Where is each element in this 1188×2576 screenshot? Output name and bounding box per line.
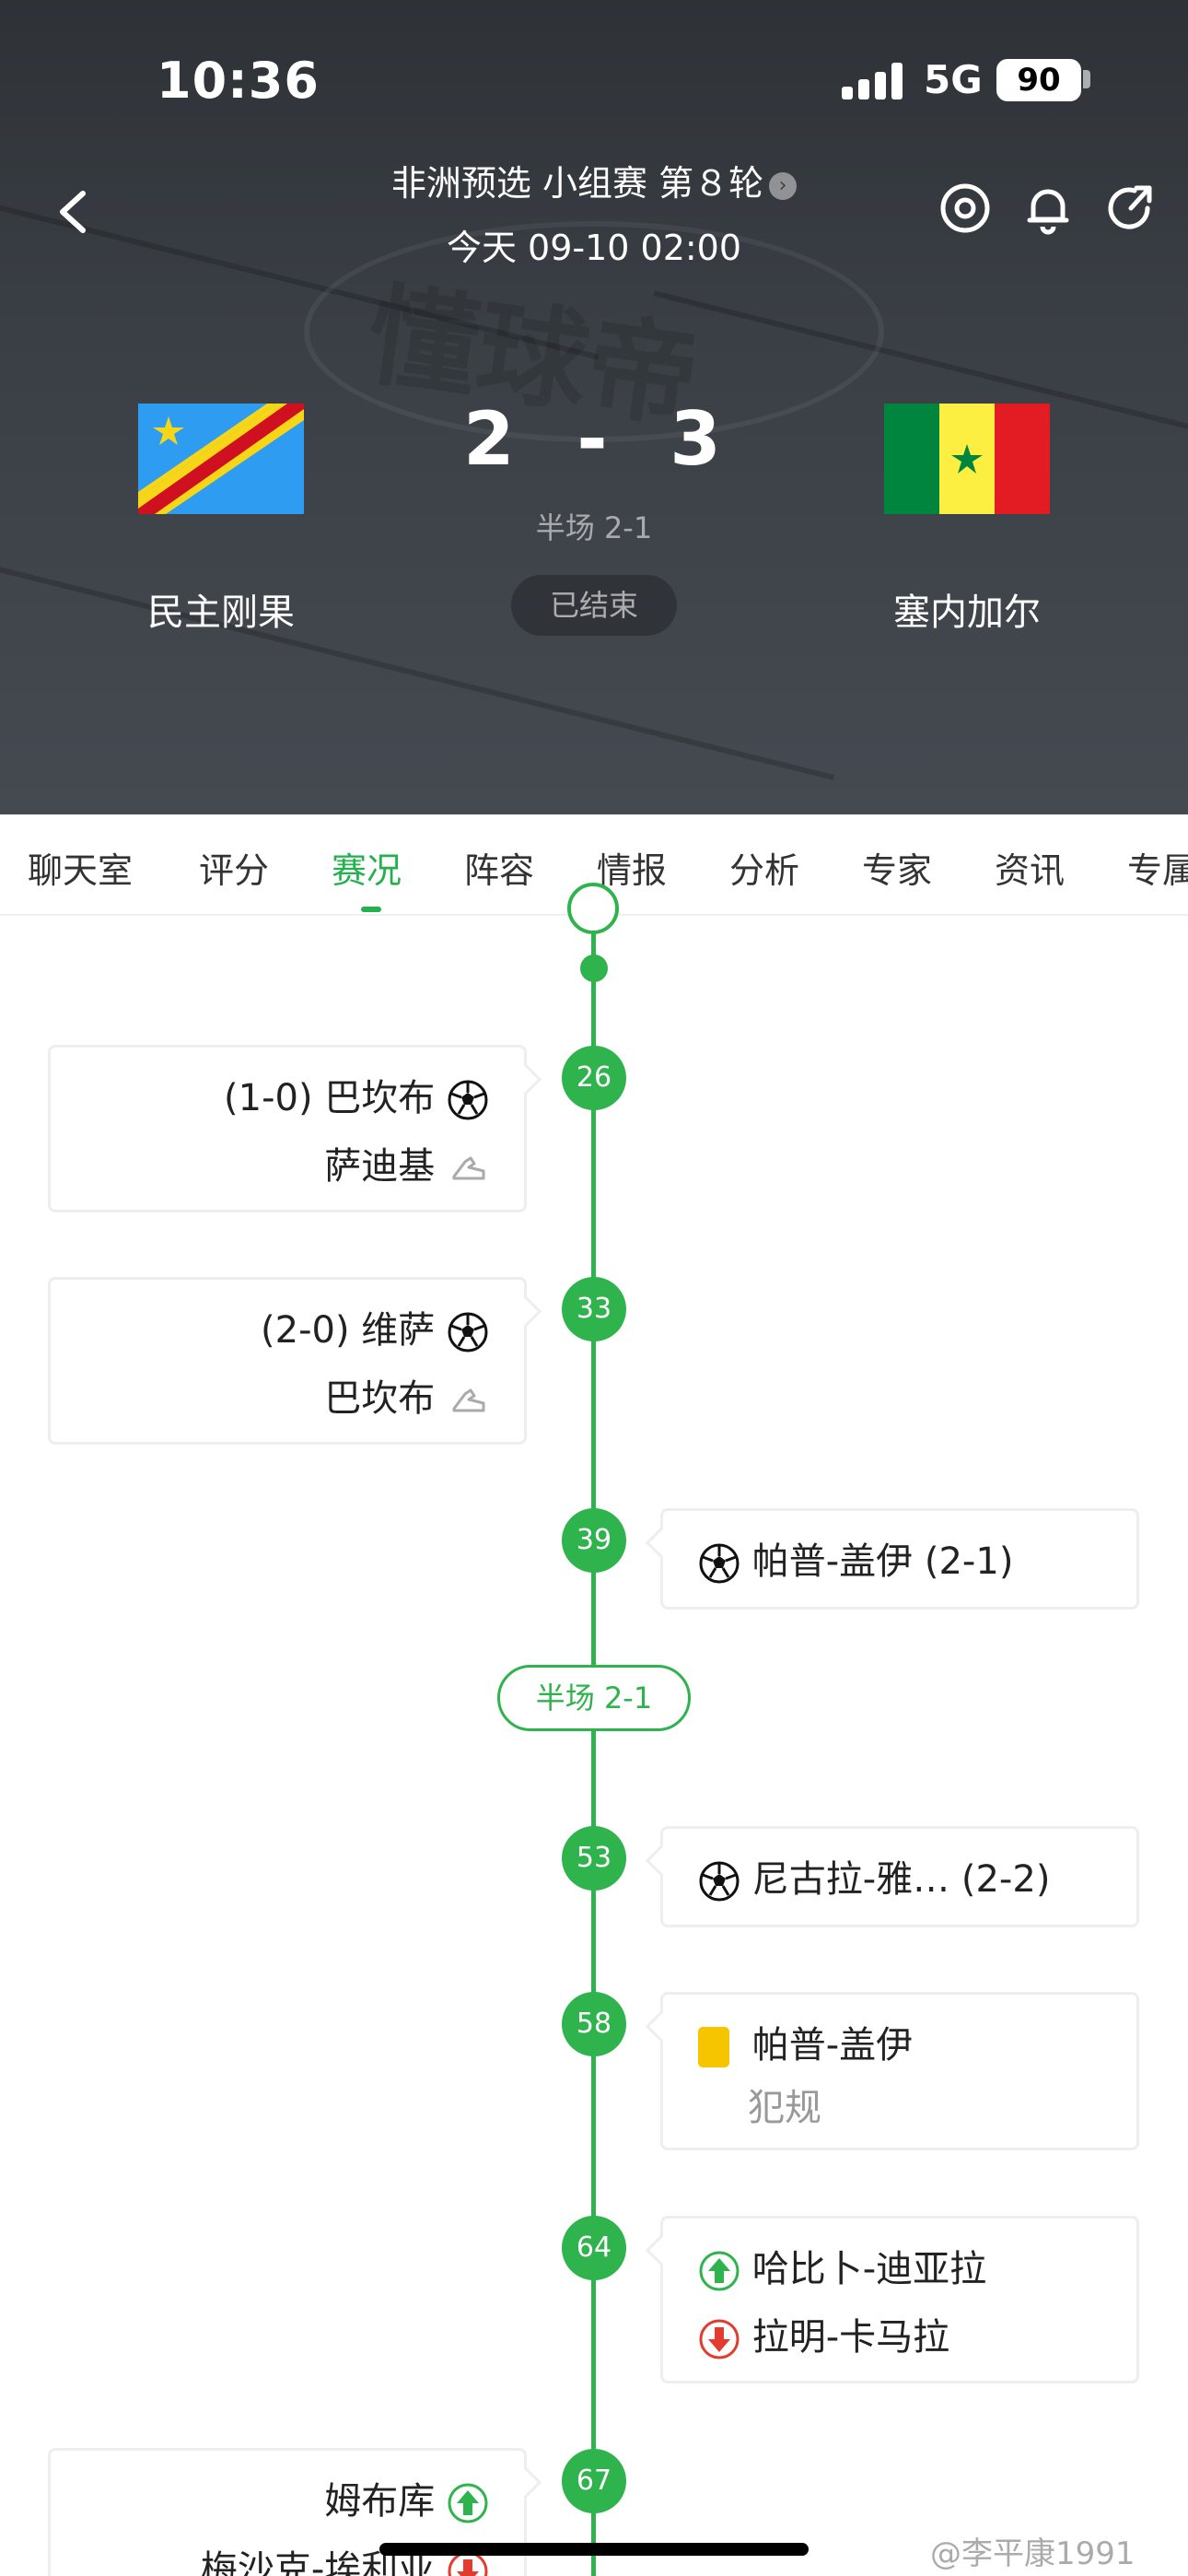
back-icon [60, 191, 86, 233]
timeline-line [591, 916, 596, 2576]
event-assist-player: 萨迪基 [324, 1145, 436, 1188]
target-icon [940, 183, 990, 233]
sub-in-icon [699, 2251, 740, 2291]
match-datetime: 今天 09-10 02:00 [446, 228, 742, 268]
event-reason: 犯规 [748, 2087, 821, 2129]
event-score: (2-1) [924, 1540, 1014, 1583]
event-minute: 39 [562, 1508, 626, 1573]
event-player: 帕普-盖伊 [751, 1540, 914, 1583]
back-button[interactable] [46, 175, 101, 249]
event-card-away[interactable]: 哈比卜-迪亚拉 拉明-卡马拉 [660, 2216, 1139, 2383]
tab-ratings[interactable]: 评分 [199, 850, 270, 891]
football-icon [448, 1312, 488, 1352]
yellow-card-icon [698, 2027, 729, 2067]
event-line: 巴坎布 [324, 1368, 489, 1422]
event-line: 帕普-盖伊 [698, 2015, 913, 2068]
sub-in-player: 姆布库 [324, 2480, 436, 2523]
boot-icon [452, 1156, 485, 1180]
tab-experts[interactable]: 专家 [862, 850, 933, 891]
match-status-badge: 已结束 [511, 575, 677, 636]
halftime-marker: 半场 2-1 [497, 1665, 691, 1731]
home-team-flag[interactable] [138, 404, 304, 514]
event-line: 姆布库 [324, 2471, 489, 2524]
event-minute: 67 [562, 2449, 626, 2513]
event-card-away[interactable]: 帕普-盖伊 (2-1) [660, 1508, 1139, 1610]
event-player: 尼古拉-雅… [751, 1858, 950, 1901]
weibo-watermark: @李平康1991 [930, 2535, 1136, 2572]
event-line: (1-0) 巴坎布 [224, 1068, 489, 1121]
event-minute: 26 [562, 1046, 626, 1110]
target-button[interactable] [938, 181, 993, 236]
competition-title-text: 非洲预选 小组赛 第８轮 [390, 163, 764, 204]
watermark-circle [304, 221, 884, 442]
timeline-dot [580, 954, 608, 982]
sub-out-player: 拉明-卡马拉 [751, 2316, 950, 2359]
tab-exclusive[interactable]: 专属 [1127, 850, 1188, 891]
home-indicator[interactable] [379, 2543, 809, 2556]
tab-lineup[interactable]: 阵容 [464, 850, 535, 891]
event-minute: 64 [562, 2216, 626, 2280]
battery-level: 90 [1017, 62, 1061, 99]
home-team-name[interactable]: 民主刚果 [147, 591, 295, 634]
away-team-flag[interactable] [884, 404, 1050, 514]
tab-chatroom[interactable]: 聊天室 [28, 850, 134, 891]
football-icon [448, 1080, 488, 1120]
bell-icon [1027, 189, 1069, 235]
sub-in-player: 哈比卜-迪亚拉 [751, 2248, 987, 2290]
event-score: (2-0) [261, 1309, 350, 1352]
battery-tip [1083, 70, 1090, 88]
event-line: 哈比卜-迪亚拉 [698, 2239, 986, 2292]
event-card-home[interactable]: 姆布库 梅沙克-埃利亚 [48, 2448, 527, 2576]
sub-out-icon [699, 2319, 740, 2359]
event-card-home[interactable]: (2-0) 维萨 巴坎布 [48, 1277, 527, 1445]
sub-in-icon [448, 2483, 488, 2523]
status-time: 10:36 [157, 52, 320, 110]
event-player: 巴坎布 [324, 1077, 436, 1119]
event-player: 帕普-盖伊 [751, 2024, 914, 2067]
tab-news[interactable]: 资讯 [995, 850, 1066, 891]
event-score: (2-2) [961, 1858, 1051, 1901]
chevron-right-icon: › [769, 171, 798, 200]
network-type: 5G [924, 57, 983, 102]
event-line: 尼古拉-雅… (2-2) [698, 1849, 1050, 1903]
event-line: (2-0) 维萨 [261, 1300, 489, 1353]
share-icon [1108, 185, 1152, 229]
event-minute: 58 [562, 1992, 626, 2056]
match-header: 懂球帝 10:36 5G 90 非洲预选 小组赛 第８轮› 今天 09-10 0… [0, 0, 1188, 814]
event-score: (1-0) [224, 1077, 313, 1119]
active-tab-indicator [361, 907, 381, 912]
event-line: 帕普-盖伊 (2-1) [698, 1531, 1013, 1585]
event-card-away[interactable]: 帕普-盖伊 犯规 [660, 1992, 1139, 2150]
competition-title[interactable]: 非洲预选 小组赛 第８轮› [0, 155, 1188, 205]
status-bar: 10:36 5G 90 [0, 0, 1188, 157]
share-button[interactable] [1103, 181, 1159, 236]
football-icon [699, 1861, 740, 1902]
boot-icon [452, 1388, 485, 1412]
halftime-score: 半场 2-1 [535, 510, 653, 545]
battery-icon: 90 [996, 59, 1081, 101]
event-card-home[interactable]: (1-0) 巴坎布 萨迪基 [48, 1045, 527, 1212]
football-icon [699, 1543, 740, 1584]
away-team-name[interactable]: 塞内加尔 [893, 591, 1041, 634]
bell-button[interactable] [1020, 181, 1076, 236]
event-minute: 53 [562, 1826, 626, 1891]
match-score: 2 - 3 [463, 396, 725, 482]
event-line: 萨迪基 [324, 1136, 489, 1189]
timeline-start-marker [567, 883, 619, 934]
event-assist-player: 巴坎布 [324, 1377, 436, 1420]
tab-intel[interactable]: 情报 [597, 850, 668, 891]
event-line: 拉明-卡马拉 [698, 2307, 949, 2360]
event-player: 维萨 [361, 1309, 436, 1352]
event-card-away[interactable]: 尼古拉-雅… (2-2) [660, 1826, 1139, 1927]
event-minute: 33 [562, 1277, 626, 1341]
signal-icon [842, 63, 906, 100]
tab-live[interactable]: 赛况 [332, 850, 402, 891]
tab-analysis[interactable]: 分析 [729, 850, 800, 891]
